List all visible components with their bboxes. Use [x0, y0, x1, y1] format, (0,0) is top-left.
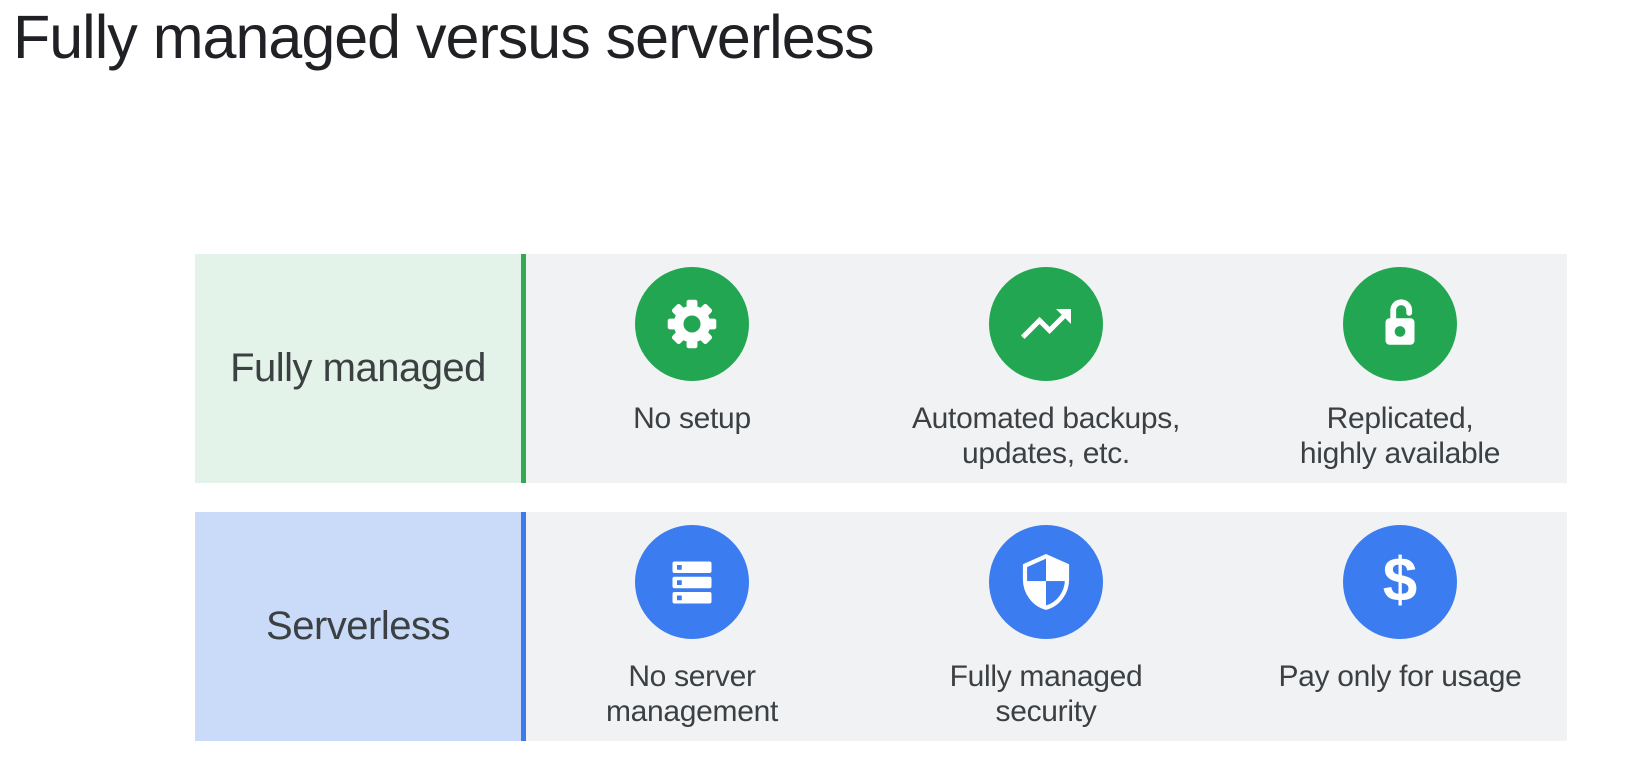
row-serverless: Serverless [195, 512, 1567, 741]
feature-label: Pay only for usage [1278, 660, 1522, 693]
feature-no-server-management: No server management [522, 512, 862, 741]
server-stack-icon [662, 552, 722, 612]
trending-up-icon [1016, 294, 1076, 354]
feature-fully-managed-security: Fully managed security [876, 512, 1216, 741]
feature-circle [989, 525, 1103, 639]
feature-automated-backups: Automated backups, updates, etc. [876, 254, 1216, 483]
feature-label: No server management [605, 660, 779, 728]
feature-label: No setup [633, 402, 751, 435]
page-title: Fully managed versus serverless [13, 3, 875, 71]
feature-pay-only-for-usage: $ Pay only for usage [1230, 512, 1570, 741]
dollar-icon: $ [1382, 546, 1418, 615]
row-divider-green [521, 254, 526, 483]
feature-no-setup: No setup [522, 254, 862, 483]
feature-label: Replicated, highly available [1299, 402, 1501, 470]
feature-label: Fully managed security [949, 660, 1143, 728]
row-label-cell-serverless: Serverless [195, 512, 521, 741]
feature-circle [635, 267, 749, 381]
row-label-fully-managed: Fully managed [230, 346, 486, 390]
feature-circle [635, 525, 749, 639]
shield-icon [1018, 554, 1074, 610]
row-label-serverless: Serverless [266, 604, 450, 648]
row-label-cell-fully-managed: Fully managed [195, 254, 521, 483]
feature-circle: $ [1343, 525, 1457, 639]
gear-icon [661, 293, 723, 355]
feature-replicated: Replicated, highly available [1230, 254, 1570, 483]
row-divider-blue [521, 512, 526, 741]
feature-circle [989, 267, 1103, 381]
lock-open-icon [1371, 295, 1429, 353]
feature-label: Automated backups, updates, etc. [911, 402, 1181, 470]
feature-circle [1343, 267, 1457, 381]
row-fully-managed: Fully managed [195, 254, 1567, 483]
